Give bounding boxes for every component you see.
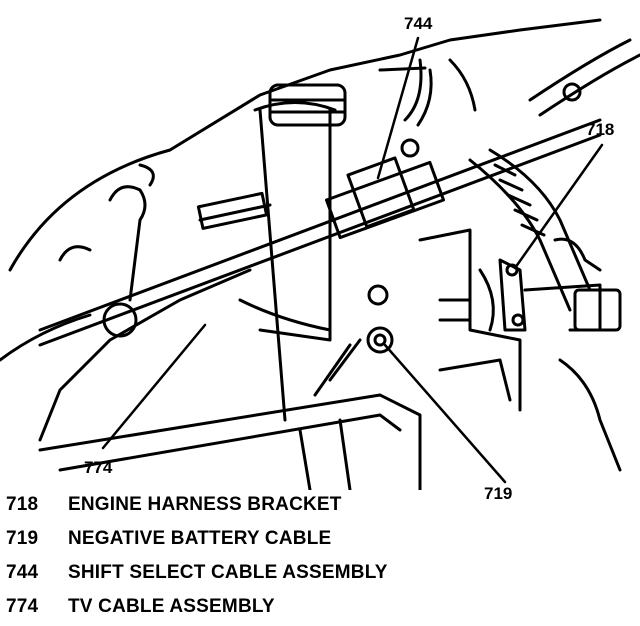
legend-text: NEGATIVE BATTERY CABLE: [68, 528, 332, 549]
leader-744: [376, 36, 420, 180]
legend-number: 774: [6, 596, 39, 617]
legend-number: 718: [6, 494, 39, 515]
housing-lower: [38, 268, 252, 442]
tray: [38, 393, 422, 490]
legend-number: 744: [6, 562, 39, 583]
engine-diagram: [0, 18, 640, 490]
parts-legend: 718 ENGINE HARNESS BRACKET 719 NEGATIVE …: [6, 488, 626, 624]
legend-number: 719: [6, 528, 39, 549]
connector-ring: [102, 302, 138, 338]
engine-harness-bracket: [498, 258, 527, 332]
callout-719: 719: [484, 484, 513, 503]
legend-text: SHIFT SELECT CABLE ASSEMBLY: [68, 562, 388, 583]
vertical-tube: [258, 108, 332, 422]
leader-718: [513, 143, 604, 270]
tv-cable-rod: [38, 118, 602, 332]
housing-outline: [8, 18, 602, 272]
legend-item: 744 SHIFT SELECT CABLE ASSEMBLY: [6, 556, 626, 590]
legend-item: 719 NEGATIVE BATTERY CABLE: [6, 522, 626, 556]
callout-774: 774: [84, 458, 113, 477]
leader-719: [383, 343, 507, 484]
tube-clamp: [268, 83, 347, 127]
callout-718: 718: [586, 120, 615, 139]
negative-battery-cable: [328, 338, 362, 382]
callout-744: 744: [404, 14, 433, 33]
legend-text: TV CABLE ASSEMBLY: [68, 596, 275, 617]
legend-item: 718 ENGINE HARNESS BRACKET: [6, 488, 626, 522]
leader-774: [101, 323, 207, 450]
legend-text: ENGINE HARNESS BRACKET: [68, 494, 342, 515]
legend-item: 774 TV CABLE ASSEMBLY: [6, 590, 626, 624]
